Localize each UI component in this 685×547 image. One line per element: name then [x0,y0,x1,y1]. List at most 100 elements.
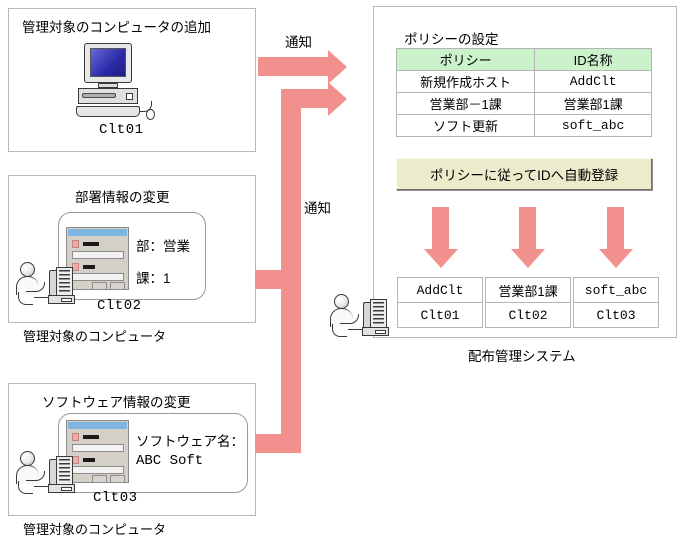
notify-arrow-trunk-label: 通知 [304,201,331,216]
right-panel-title: ポリシーの設定 [404,32,499,47]
result-box-3: soft_abc Clt03 [573,277,659,328]
right-panel-caption: 配布管理システム [468,349,576,364]
monitor-bezel [84,43,132,83]
table-row: ソフト更新 soft_abc [395,114,652,137]
person-arm [340,314,359,324]
result-client: Clt02 [485,302,571,328]
dialog-field-marker-1 [72,433,79,441]
notify-arrow-branch-clt02 [255,270,301,289]
result-client: Clt01 [397,302,483,328]
panel-software-change-caption: 管理対象のコンピュータ [23,522,167,537]
result-row-id: 営業部1課 [485,277,571,303]
policy-cell-idname: 営業部1課 [534,92,652,115]
notify-arrow-top-head [328,49,347,84]
computer-base [48,295,75,304]
monitor-screen [90,48,126,77]
person-leg [18,481,33,494]
table-row: 新規作成ホスト AddClt [395,70,652,93]
result-row-client: Clt02 [485,302,571,328]
person-head [20,262,35,277]
department-value-line-2: 課：1 [136,271,171,286]
power-led-icon [126,93,133,100]
mouse-icon [146,109,155,120]
person-leg [332,324,347,337]
panel-add-computer-device-label: Clt01 [99,122,144,138]
policy-cell-idname: AddClt [534,70,652,93]
monitor-front [370,299,387,328]
computer-base [362,327,389,336]
panel-add-computer-title: 管理対象のコンピュータの追加 [22,20,211,35]
notify-arrow-branch-clt03 [255,434,301,453]
policy-table-header-policy: ポリシー [395,48,536,71]
result-box-1: AddClt Clt01 [397,277,483,328]
department-value-line-1: 部：営業 [136,239,190,254]
panel-department-change-caption: 管理対象のコンピュータ [23,329,167,344]
person-leg [18,292,33,305]
auto-register-down-arrow-head-3 [598,249,633,268]
panel-software-change-device-label: Clt03 [93,490,138,506]
mouse-cord [139,101,152,112]
auto-register-down-arrow-shaft-3 [607,207,624,249]
auto-register-down-arrow-shaft-2 [519,207,536,249]
dialog-label-2 [83,265,95,269]
software-value-line-1: ソフトウェア名： [136,434,244,449]
panel-software-change-title: ソフトウェア情報の変更 [42,395,191,410]
dialog-titlebar [68,229,127,236]
notify-arrow-trunk-horizontal [281,89,328,108]
panel-department-change-device-label: Clt02 [97,298,142,314]
desk-line [348,329,372,330]
panel-department-change-title: 部署情報の変更 [75,190,170,205]
desk-line [34,486,58,487]
result-id-name: 営業部1課 [485,277,571,303]
policy-table-header-idname: ID名称 [534,48,652,71]
notify-arrow-top-shaft [258,57,328,76]
policy-cell-policy: 営業部－1課 [395,92,536,115]
dialog-ok-button[interactable] [92,475,107,483]
dialog-field-marker-2 [72,456,79,464]
panel-add-computer [8,8,256,152]
software-dialog [66,420,129,483]
auto-register-down-arrow-shaft-1 [432,207,449,249]
monitor-front [56,456,73,485]
dialog-ok-button[interactable] [92,282,107,290]
dialog-cancel-button[interactable] [110,475,125,483]
person-head [334,294,349,309]
computer-base [48,484,75,493]
policy-cell-policy: 新規作成ホスト [395,70,536,93]
result-id-name: soft_abc [573,277,659,303]
monitor-stand [98,83,118,88]
dialog-label-1 [83,435,99,439]
result-row-client: Clt03 [573,302,659,328]
result-row-id: soft_abc [573,277,659,303]
department-dialog [66,227,129,290]
auto-register-action-box: ポリシーに従ってIDへ自動登録 [396,158,652,190]
dialog-input-1[interactable] [72,251,124,259]
auto-register-down-arrow-head-1 [423,249,458,268]
table-header-row: ポリシー ID名称 [395,48,652,71]
desk-line [34,297,58,298]
dialog-titlebar [68,422,127,429]
result-row-id: AddClt [397,277,483,303]
result-box-2: 営業部1課 Clt02 [485,277,571,328]
software-value-line-2: ABC Soft [136,453,204,469]
dialog-input-2[interactable] [72,466,124,474]
notify-arrow-top-label: 通知 [285,35,312,50]
dialog-input-1[interactable] [72,444,124,452]
keyboard-icon [76,106,140,117]
notify-arrow-trunk-head [328,81,347,116]
dialog-label-2 [83,458,95,462]
dialog-label-1 [83,242,99,246]
dialog-cancel-button[interactable] [110,282,125,290]
dialog-input-2[interactable] [72,273,124,281]
person-head [20,451,35,466]
table-row: 営業部－1課 営業部1課 [395,92,652,115]
auto-register-down-arrow-head-2 [510,249,545,268]
result-id-name: AddClt [397,277,483,303]
dialog-field-marker-1 [72,240,79,248]
dialog-field-marker-2 [72,263,79,271]
drive-slot-icon [82,93,116,98]
result-row-client: Clt01 [397,302,483,328]
policy-cell-policy: ソフト更新 [395,114,536,137]
policy-table: ポリシー ID名称 新規作成ホスト AddClt 営業部－1課 営業部1課 ソフ… [395,48,652,137]
policy-cell-idname: soft_abc [534,114,652,137]
